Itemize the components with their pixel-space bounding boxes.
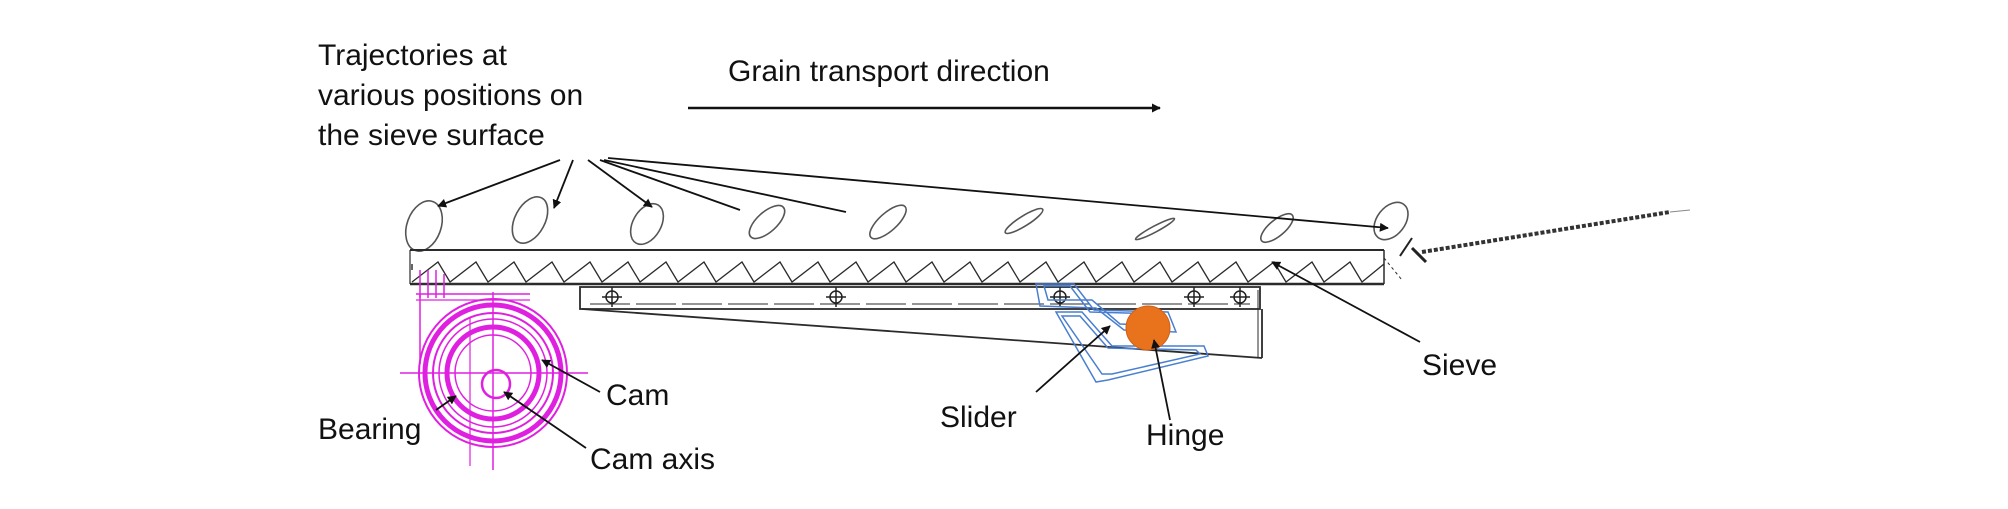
trajectory-leaders [437,157,1389,232]
spring-rod [1399,209,1691,264]
trajectories-label-line3: the sieve surface [318,119,545,152]
trajectories-label-line2: various positions on [318,79,584,112]
trajectory-ellipses [404,196,1409,252]
hinge-label: Hinge [1146,419,1225,452]
bolt-symbols [602,287,1250,307]
bearing-label: Bearing [318,413,422,446]
trajectories-label-line1: Trajectories at [318,39,507,72]
sieve-label: Sieve [1422,349,1498,382]
cam-label: Cam [606,379,670,412]
trajectory-ellipse [869,204,907,240]
trajectory-ellipse [1004,207,1044,235]
sieve-surface [409,249,1403,286]
slider-mechanism [1035,283,1210,383]
hinge [1125,305,1171,351]
cam-assembly [400,264,588,470]
cam-axis-label: Cam axis [590,443,716,476]
trajectory-ellipse [1373,201,1409,241]
component-leaders [435,261,1421,449]
trajectory-ellipse [1134,217,1176,241]
slider-label: Slider [940,401,1017,434]
trajectory-ellipse [748,204,786,240]
trajectory-ellipse [1260,212,1294,244]
grain-direction-label: Grain transport direction [728,55,1050,88]
trajectory-ellipse [629,202,665,246]
trajectory-ellipse [511,196,549,244]
